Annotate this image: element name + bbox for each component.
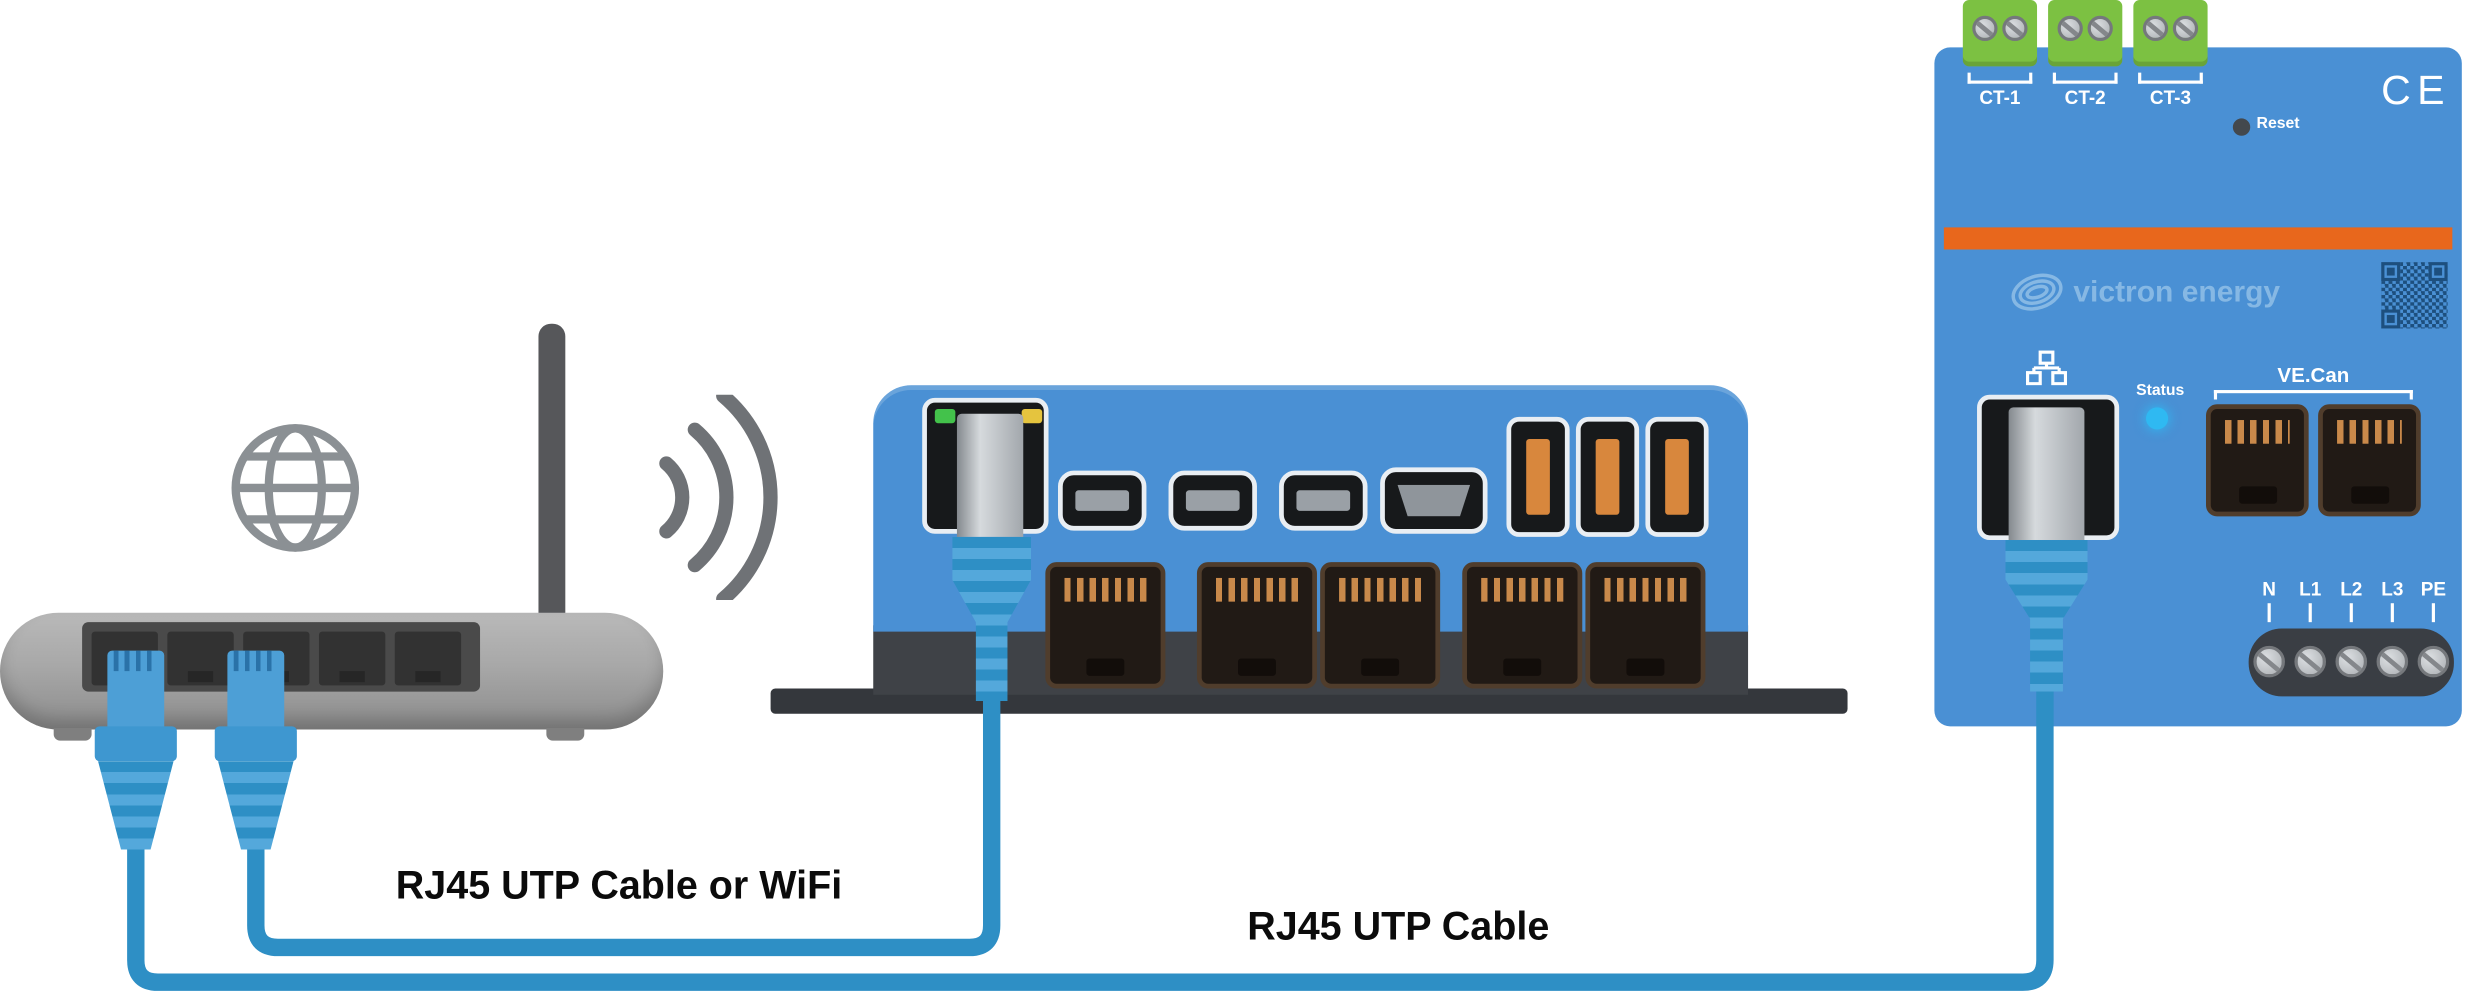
terminal-tick bbox=[2308, 603, 2312, 623]
rj45-metal-plug bbox=[2008, 407, 2085, 541]
terminal-screw bbox=[2172, 15, 2199, 42]
rj45-plug bbox=[227, 650, 285, 730]
terminal-label: L3 bbox=[2381, 577, 2404, 601]
usb-port bbox=[1506, 416, 1570, 537]
terminal-screw bbox=[2294, 645, 2327, 678]
ct-bracket bbox=[2052, 72, 2118, 84]
wifi-signal-icon bbox=[659, 394, 778, 601]
terminal-screw bbox=[2142, 15, 2169, 42]
ct-label: CT-1 bbox=[1979, 86, 2021, 109]
terminal-tick bbox=[2431, 603, 2435, 623]
terminal-screw bbox=[2087, 15, 2113, 42]
terminal-screw bbox=[2002, 15, 2028, 42]
port-contact bbox=[1185, 490, 1240, 511]
ve-direct-port bbox=[1168, 470, 1257, 531]
ve-direct-port bbox=[1279, 470, 1368, 531]
terminal-screw bbox=[2376, 645, 2409, 678]
cable-router-to-meter bbox=[127, 663, 2054, 991]
usb-contact bbox=[1595, 438, 1620, 515]
ethernet-led-amber bbox=[1021, 408, 1043, 424]
terminal-tick bbox=[2390, 603, 2394, 623]
status-label: Status bbox=[2136, 382, 2185, 400]
victron-logo-icon bbox=[2011, 273, 2063, 311]
cable-shoulder bbox=[94, 726, 177, 762]
vecan-label: VE.Can bbox=[2277, 363, 2350, 387]
router-foot bbox=[546, 727, 585, 741]
terminal-label: L1 bbox=[2299, 577, 2322, 601]
terminal-label: L2 bbox=[2340, 577, 2363, 601]
ce-mark: CE bbox=[2381, 66, 2451, 114]
ct-label: CT-2 bbox=[2064, 86, 2106, 109]
terminal-label: N bbox=[2262, 577, 2277, 601]
cable-label-gx-to-meter: RJ45 UTP Cable bbox=[1247, 904, 1550, 950]
usb-contact bbox=[1665, 438, 1689, 515]
router-ethernet-port bbox=[318, 631, 386, 686]
hdmi-port bbox=[1380, 467, 1488, 534]
ct-bracket bbox=[2138, 72, 2203, 84]
cable-router-to-cerbo bbox=[247, 675, 1001, 957]
vecan-port bbox=[2318, 404, 2421, 517]
router-foot bbox=[53, 727, 92, 741]
rj45-socket bbox=[1045, 562, 1166, 689]
reset-button bbox=[2232, 118, 2251, 136]
reset-label: Reset bbox=[2256, 115, 2300, 133]
rj45-plug bbox=[107, 650, 165, 730]
qr-finder bbox=[2428, 262, 2448, 282]
terminal-screw bbox=[2335, 645, 2368, 678]
rj45-metal-plug bbox=[956, 413, 1024, 537]
usb-port bbox=[1575, 416, 1640, 537]
vecan-bracket bbox=[2213, 390, 2413, 400]
brand-label: victron energy bbox=[2073, 276, 2281, 310]
router-ethernet-port bbox=[394, 631, 462, 686]
ethernet-led-green bbox=[934, 408, 956, 424]
usb-contact bbox=[1526, 438, 1550, 515]
qr-finder bbox=[2381, 309, 2401, 329]
status-led bbox=[2145, 407, 2169, 430]
qr-finder bbox=[2381, 262, 2401, 282]
cable-shoulder bbox=[214, 726, 297, 762]
ve-direct-port bbox=[1057, 470, 1147, 531]
ethernet-network-icon bbox=[2025, 350, 2068, 386]
port-contact bbox=[1075, 490, 1130, 511]
internet-globe-icon bbox=[231, 424, 360, 552]
terminal-screw bbox=[1972, 15, 1998, 42]
cable-label-router-to-gx: RJ45 UTP Cable or WiFi bbox=[395, 863, 843, 908]
vecan-port bbox=[2206, 404, 2309, 517]
port-contact bbox=[1296, 490, 1351, 511]
terminal-tick bbox=[2349, 603, 2353, 623]
terminal-tick bbox=[2267, 603, 2271, 623]
qr-code bbox=[2381, 262, 2448, 329]
rj45-socket bbox=[1196, 562, 1317, 689]
ct-bracket bbox=[1967, 72, 2033, 84]
rj45-socket bbox=[1462, 562, 1583, 689]
ct-label: CT-3 bbox=[2149, 86, 2192, 109]
terminal-screw bbox=[2253, 645, 2285, 678]
hdmi-contact bbox=[1397, 484, 1471, 517]
rj45-socket bbox=[1320, 562, 1441, 689]
meter-housing bbox=[1934, 47, 2462, 727]
router-ethernet-port bbox=[167, 631, 234, 686]
orange-stripe bbox=[1943, 227, 2453, 250]
terminal-label: PE bbox=[2420, 577, 2447, 601]
usb-port bbox=[1645, 416, 1709, 537]
terminal-screw bbox=[2417, 645, 2450, 678]
terminal-screw bbox=[2057, 15, 2083, 42]
rj45-socket bbox=[1585, 562, 1706, 689]
